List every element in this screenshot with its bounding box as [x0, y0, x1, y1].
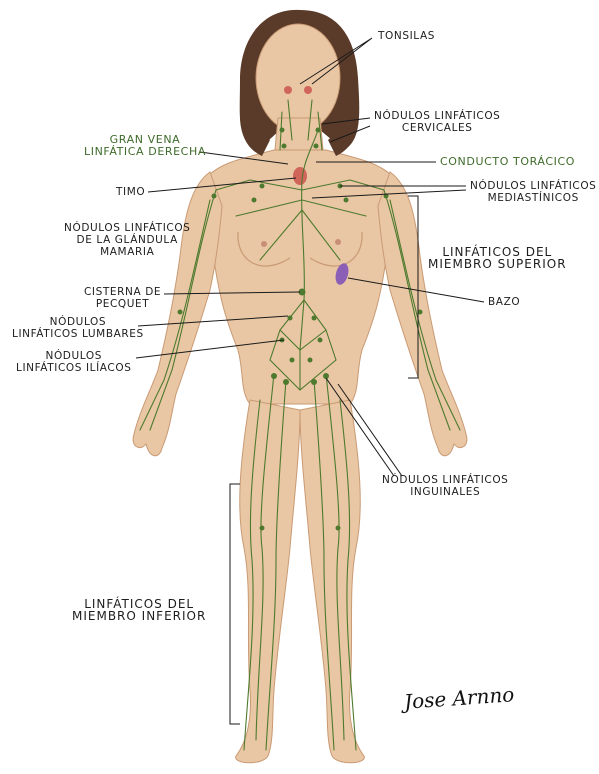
- label-nodulos-iliacos: NÓDULOS LINFÁTICOS ILÍACOS: [16, 350, 131, 374]
- label-line: INGUINALES: [382, 486, 508, 498]
- bracket-miembro-inferior: [230, 484, 240, 724]
- label-line: LINFÁTICOS LUMBARES: [12, 328, 144, 340]
- label-line: CISTERNA DE: [84, 286, 161, 298]
- label-line: LINFÁTICOS ILÍACOS: [16, 362, 131, 374]
- label-nodulos-cervicales: NÓDULOS LINFÁTICOS CERVICALES: [374, 110, 500, 134]
- label-line: MAMARIA: [64, 246, 190, 258]
- label-line: MEDIASTÍNICOS: [470, 192, 596, 204]
- label-line: PECQUET: [84, 298, 161, 310]
- label-line: LINFÁTICA DERECHA: [84, 146, 206, 158]
- label-timo: TIMO: [116, 186, 145, 198]
- label-line: NÓDULOS LINFÁTICOS: [470, 180, 596, 192]
- label-line: DE LA GLÁNDULA: [64, 234, 190, 246]
- label-gran-vena: GRAN VENA LINFÁTICA DERECHA: [84, 134, 206, 158]
- label-tonsilas: TONSILAS: [378, 30, 435, 42]
- label-nodulos-lumbares: NÓDULOS LINFÁTICOS LUMBARES: [12, 316, 144, 340]
- label-line: NÓDULOS LINFÁTICOS: [374, 110, 500, 122]
- label-line: CERVICALES: [374, 122, 500, 134]
- label-miembro-inferior: LINFÁTICOS DEL MIEMBRO INFERIOR: [72, 598, 206, 622]
- label-line: NÓDULOS: [12, 316, 144, 328]
- label-bazo: BAZO: [488, 296, 520, 308]
- label-cisterna: CISTERNA DE PECQUET: [84, 286, 161, 310]
- label-line: NÓDULOS LINFÁTICOS: [64, 222, 190, 234]
- label-conducto-toracico: CONDUCTO TORÁCICO: [440, 156, 575, 168]
- label-line: MIEMBRO INFERIOR: [72, 610, 206, 622]
- tonsil-right: [304, 86, 312, 94]
- label-miembro-superior: LINFÁTICOS DEL MIEMBRO SUPERIOR: [428, 246, 567, 270]
- label-line: NÓDULOS: [16, 350, 131, 362]
- tonsil-left: [284, 86, 292, 94]
- label-line: MIEMBRO SUPERIOR: [428, 258, 567, 270]
- label-nodulos-mediastinicos: NÓDULOS LINFÁTICOS MEDIASTÍNICOS: [470, 180, 596, 204]
- thymus: [293, 167, 307, 185]
- label-nodulos-inguinales: NÓDULOS LINFÁTICOS INGUINALES: [382, 474, 508, 498]
- label-nodulos-mamaria: NÓDULOS LINFÁTICOS DE LA GLÁNDULA MAMARI…: [64, 222, 190, 258]
- label-line: NÓDULOS LINFÁTICOS: [382, 474, 508, 486]
